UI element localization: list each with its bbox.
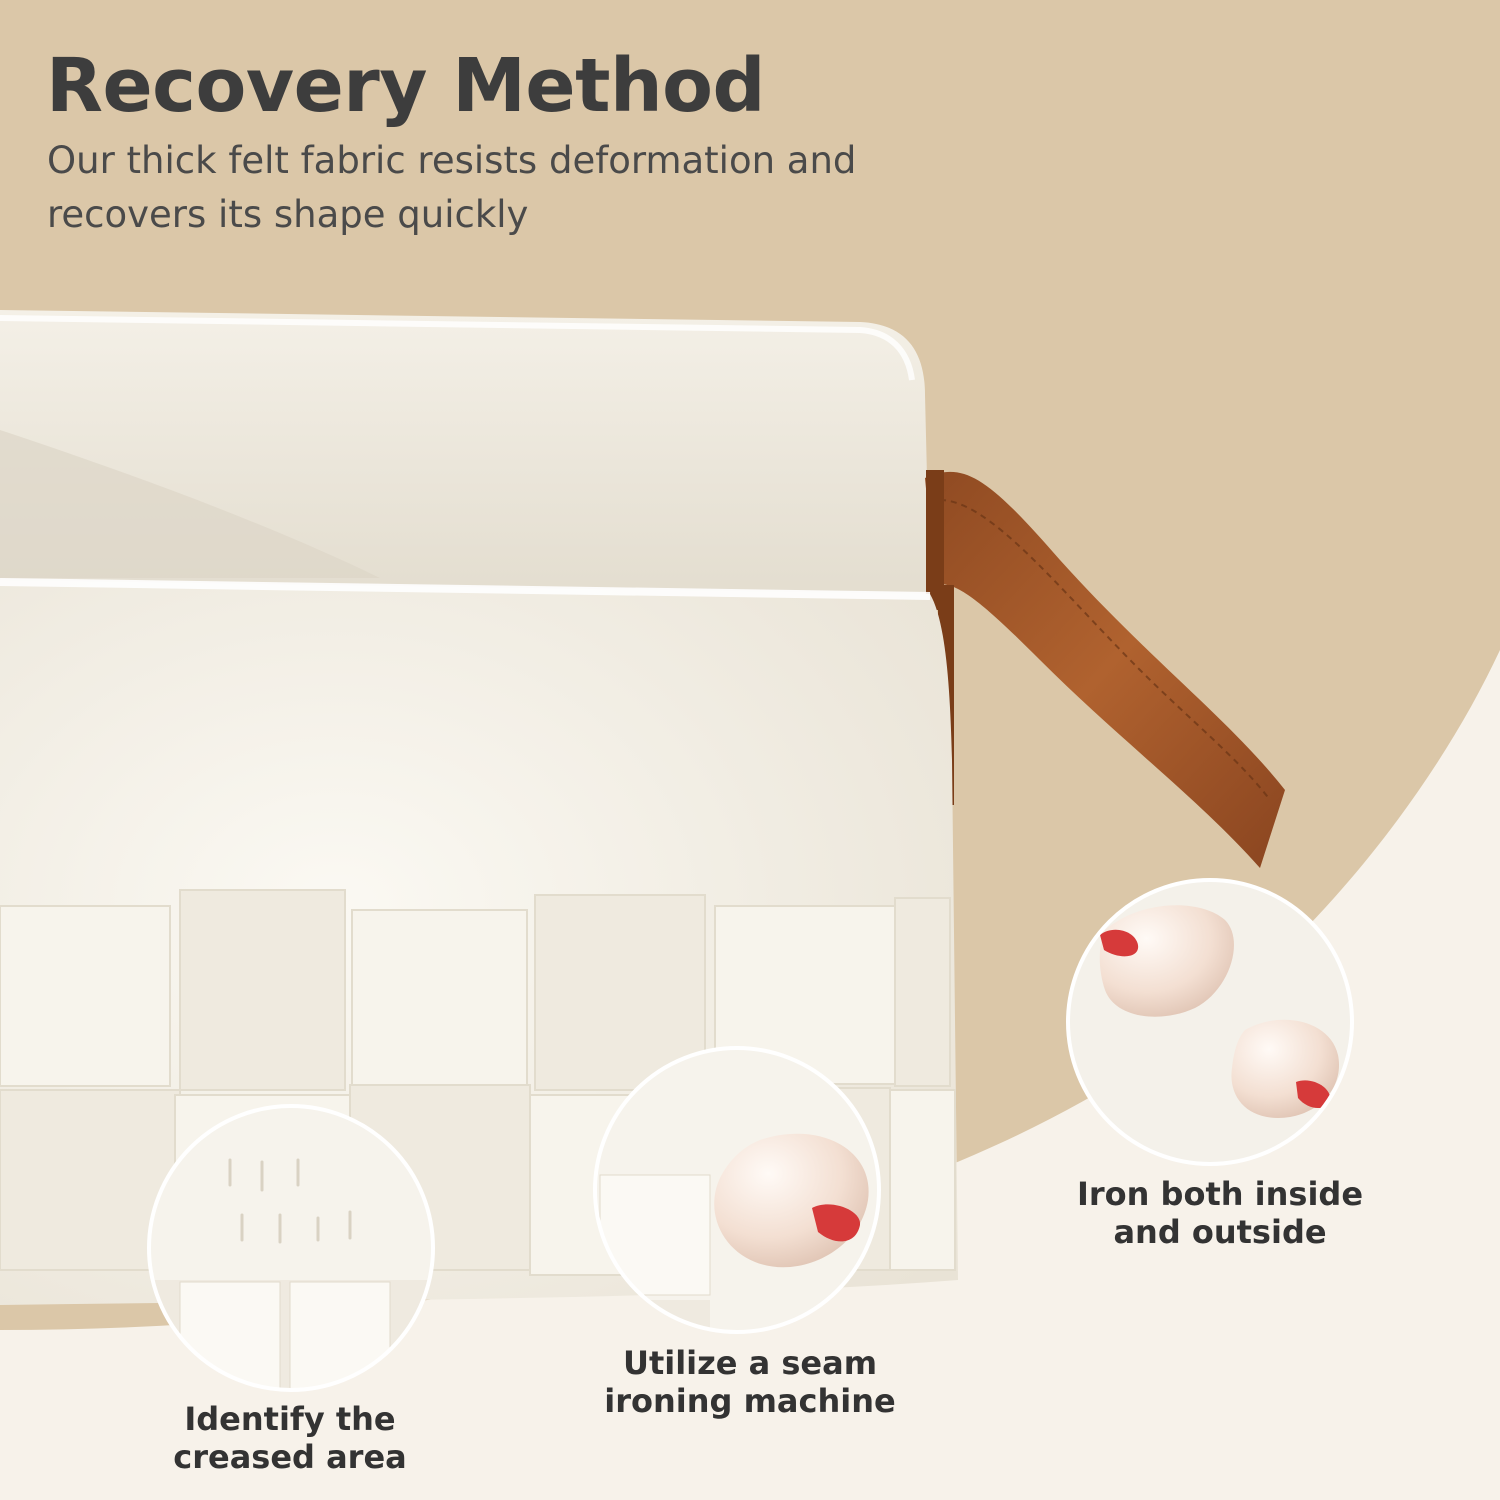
woven-band: [0, 889, 956, 1276]
page-subtitle: Our thick felt fabric resists deformatio…: [47, 139, 857, 236]
seam-iron-pair-closeup: [1068, 880, 1352, 1164]
leather-handle: [925, 470, 1285, 868]
creased-felt-closeup: [149, 1106, 433, 1390]
step-label-identify: Identify the creased area: [173, 1400, 407, 1476]
lower-cream-panel: [0, 650, 1500, 1500]
page-title: Recovery Method: [46, 43, 766, 129]
seam-iron-closeup: [595, 1048, 879, 1332]
step-label-seam-iron: Utilize a seam ironing machine: [604, 1344, 896, 1420]
step-label-iron-both-sides: Iron both inside and outside: [1076, 1175, 1364, 1251]
